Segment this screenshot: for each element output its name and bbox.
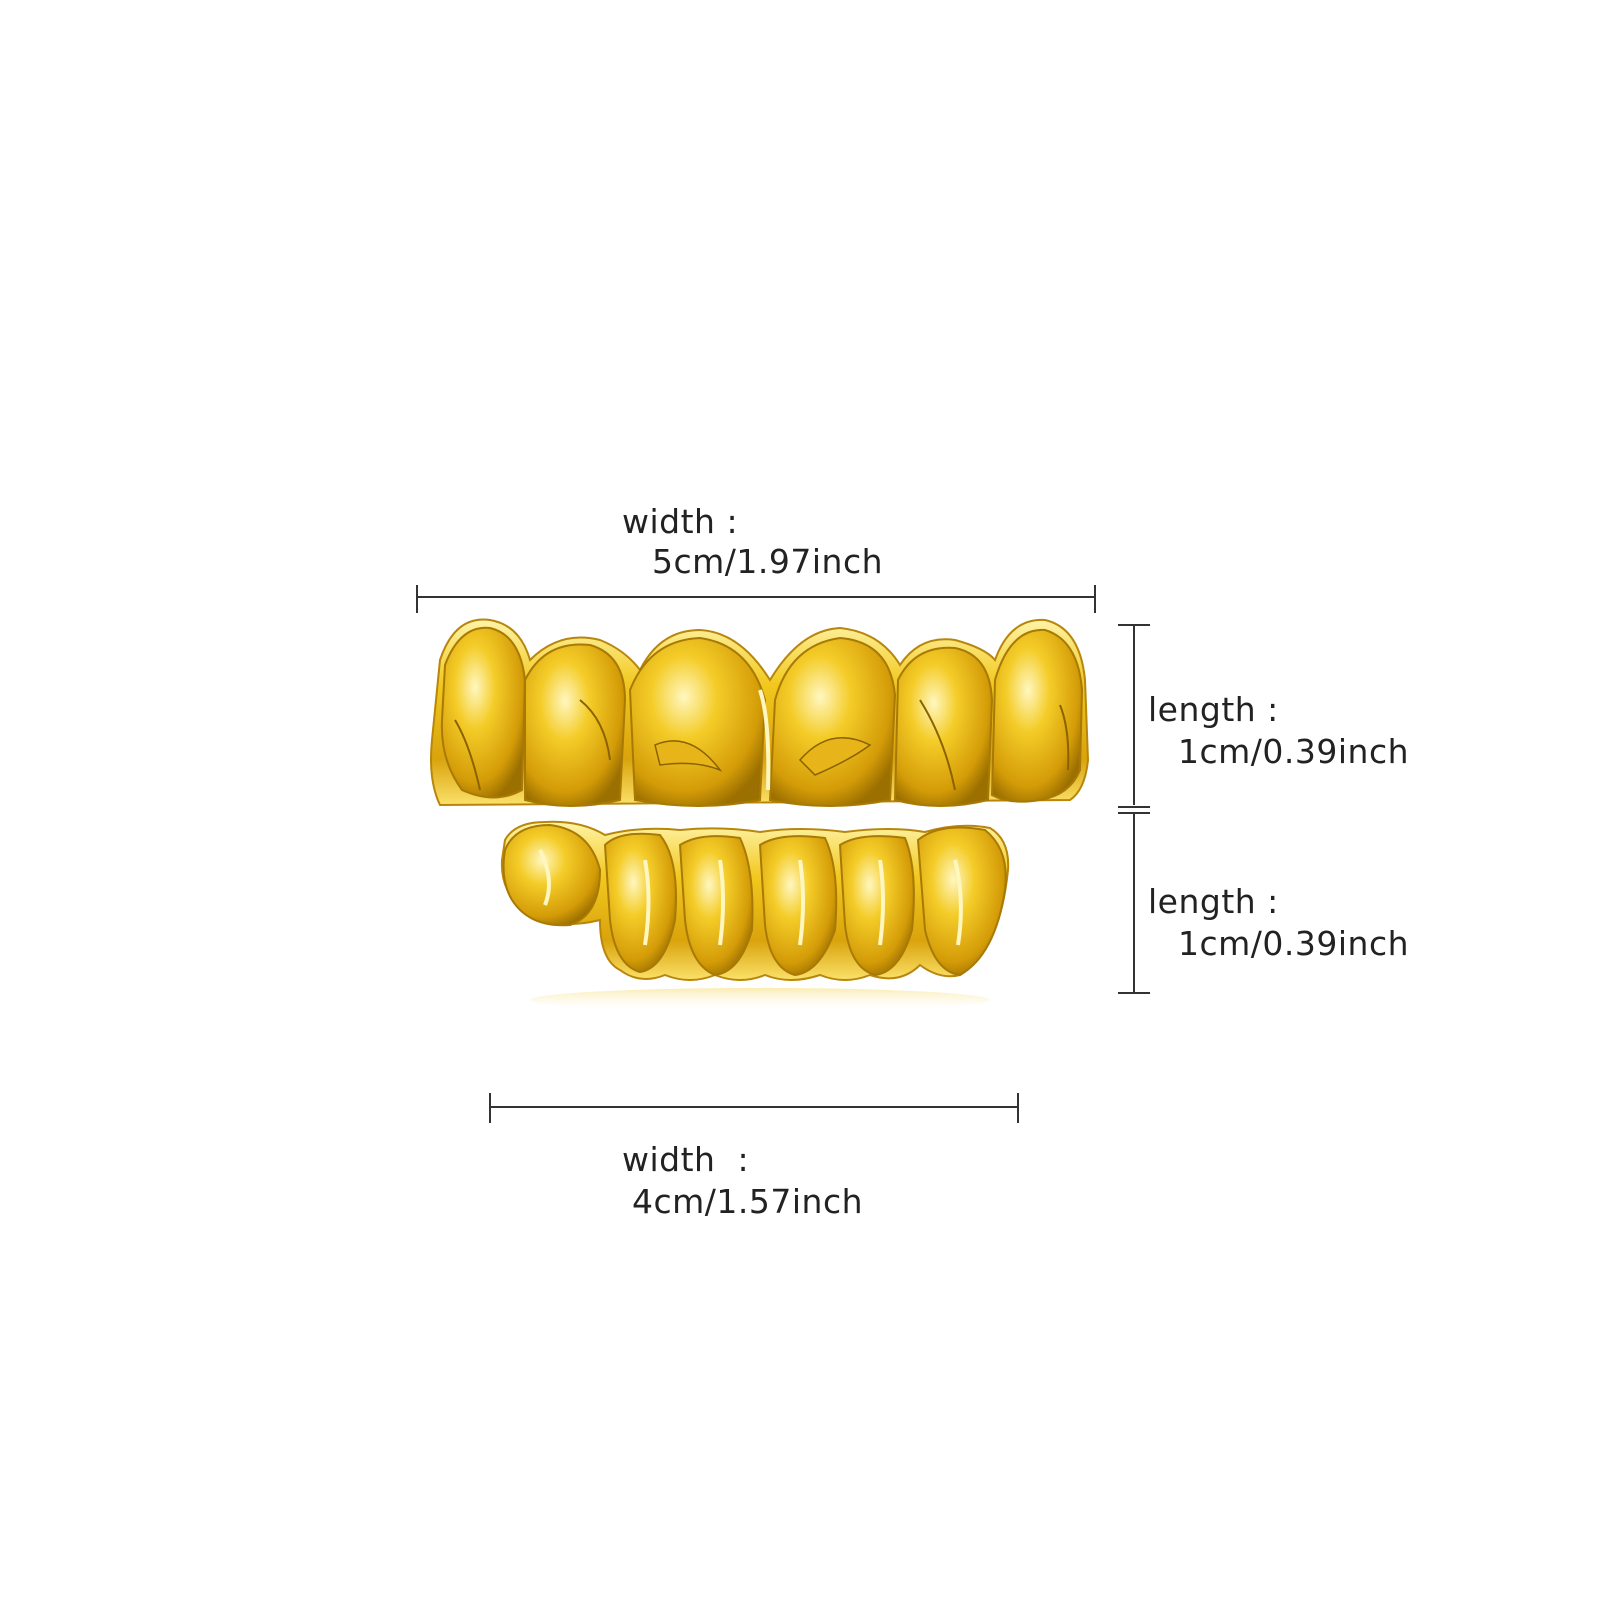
top-width-line [417,596,1095,598]
top-width-value: 5cm/1.97inch [652,542,884,581]
upper-length-value: 1cm/0.39inch [1178,732,1410,771]
top-width-tick-left [416,585,418,613]
upper-length-line [1133,625,1135,805]
lower-grill [500,820,1010,981]
bottom-width-tick-right [1017,1093,1019,1123]
bottom-width-value: 4cm/1.57inch [632,1182,864,1221]
upper-grill [430,618,1090,807]
top-width-label: width : [622,502,739,541]
lower-length-tick-bottom [1118,992,1150,994]
bottom-width-line [490,1106,1018,1108]
upper-length-tick-top [1118,624,1150,626]
reflection [530,988,990,1012]
upper-length-tick-bottom [1118,806,1150,808]
lower-length-value: 1cm/0.39inch [1178,924,1410,963]
lower-length-label: length : [1148,882,1279,921]
lower-length-tick-top [1118,812,1150,814]
bottom-width-tick-left [489,1093,491,1123]
lower-length-line [1133,814,1135,994]
bottom-width-label: width : [622,1140,750,1179]
upper-length-label: length : [1148,690,1279,729]
top-width-tick-right [1094,585,1096,613]
